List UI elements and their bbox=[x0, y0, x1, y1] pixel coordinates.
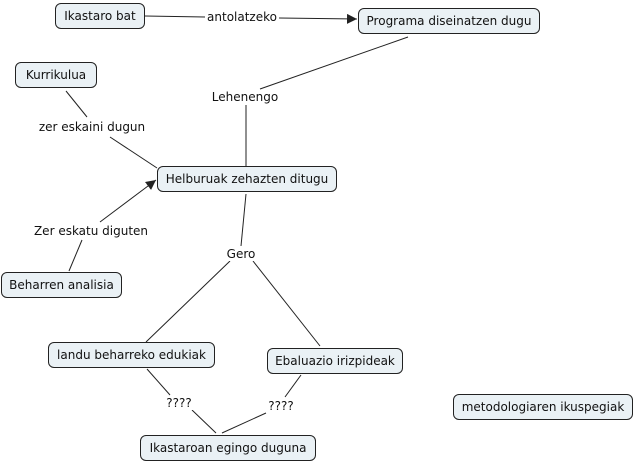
connector-zer-eskaini-helburuak bbox=[109, 136, 158, 169]
node-metodologiaren-ikuspegiak[interactable]: metodologiaren ikuspegiak bbox=[453, 394, 633, 420]
connector-edukiak-q-left bbox=[146, 368, 171, 396]
node-ebaluazio-irizpideak[interactable]: Ebaluazio irizpideak bbox=[267, 348, 403, 374]
connector-kurrikulua-zer-eskaini bbox=[65, 90, 88, 118]
connector-q-right-ikastaroan bbox=[221, 412, 267, 434]
node-landu-beharreko-edukiak[interactable]: landu beharreko edukiak bbox=[48, 342, 215, 368]
connector-beharren-zer-eskatu bbox=[68, 239, 83, 272]
node-beharren-analisia[interactable]: Beharren analisia bbox=[1, 272, 122, 298]
node-kurrikulua[interactable]: Kurrikulua bbox=[15, 62, 97, 88]
node-ikastaro-bat[interactable]: Ikastaro bat bbox=[55, 3, 145, 29]
link-label-antolatzeko: antolatzeko bbox=[205, 10, 279, 24]
link-label-gero: Gero bbox=[224, 247, 258, 261]
connector-helburuak-gero bbox=[240, 193, 247, 247]
node-ikastaroan-egingo-duguna[interactable]: Ikastaroan egingo duguna bbox=[140, 435, 316, 461]
connector-q-left-ikastaroan bbox=[191, 409, 217, 434]
node-helburuak-zehazten-ditugu[interactable]: Helburuak zehazten ditugu bbox=[157, 166, 337, 192]
link-label-zer-eskatu-diguten: Zer eskatu diguten bbox=[31, 224, 151, 238]
connector-ikastaro-antolatzeko bbox=[144, 15, 206, 18]
connector-ebaluazio-q-right bbox=[284, 374, 302, 398]
link-label-question-right: ???? bbox=[266, 399, 296, 413]
connector-antolatzeko-programa bbox=[278, 13, 358, 24]
link-label-zer-eskaini-dugun: zer eskaini dugun bbox=[36, 120, 148, 134]
connector-gero-ebaluazio bbox=[252, 260, 321, 347]
node-programa-diseinatzen-dugu[interactable]: Programa diseinatzen dugu bbox=[358, 8, 540, 34]
link-label-lehenengo: Lehenengo bbox=[209, 90, 281, 104]
connector-programa-lehenengo bbox=[259, 36, 409, 90]
connector-zer-eskatu-helburuak bbox=[99, 179, 157, 223]
connector-gero-edukiak bbox=[145, 260, 231, 343]
link-label-question-left: ???? bbox=[164, 396, 194, 410]
